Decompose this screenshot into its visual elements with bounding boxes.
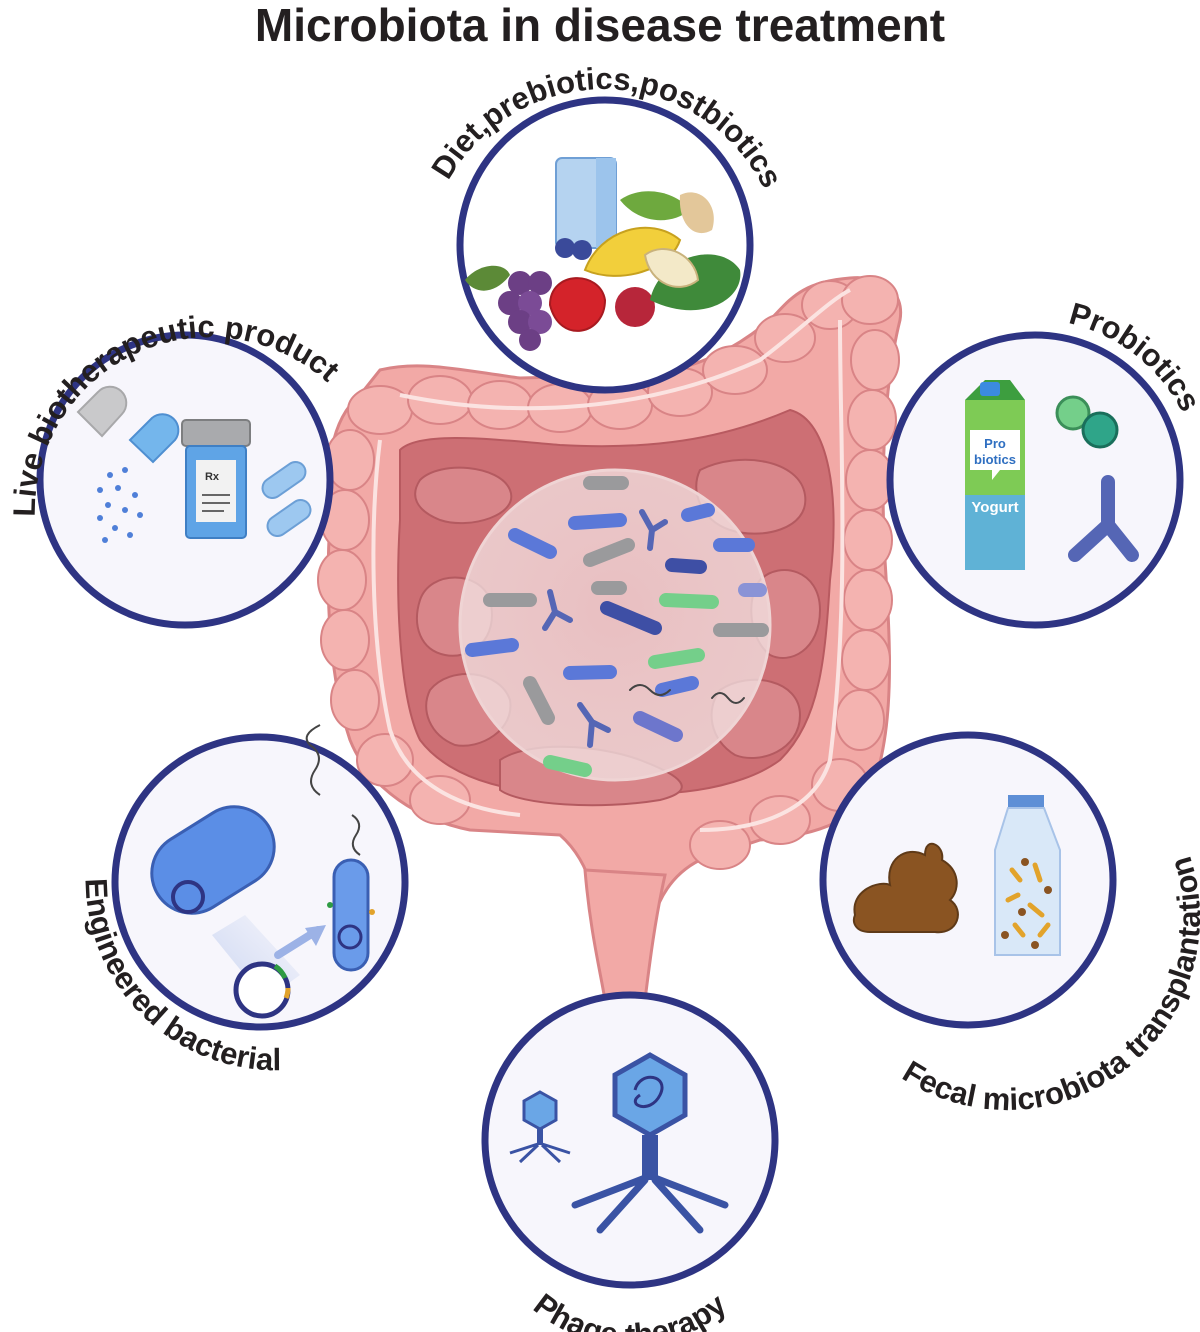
open-capsule-icon (76, 385, 180, 464)
small-phage-icon (509, 1090, 571, 1164)
antibody-icon (1068, 475, 1139, 562)
carton-text-bottom: biotics (974, 452, 1016, 467)
engineered-panel: Engineered bacterial (78, 724, 409, 1077)
carton-name: Yogurt (971, 499, 1018, 516)
yogurt-carton: Pro biotics Yogurt (965, 380, 1025, 570)
gut-bacteria-cluster (465, 476, 769, 777)
capsule-bottle (994, 795, 1061, 956)
live-biotherapeutic-panel: Rx Live biotherapeutic product (7, 309, 346, 629)
stool-icon (852, 842, 959, 934)
pill-bottle-icon: Rx (181, 419, 251, 539)
intestine-illustration (317, 275, 903, 1002)
bacterium-engineered (327, 858, 375, 972)
fmt-panel: Fecal microbiota transplantation (819, 731, 1200, 1117)
rx-text: Rx (205, 471, 220, 483)
diet-panel: Diet,prebiotics,postbiotics (424, 61, 789, 394)
diagram-title: Microbiota in disease treatment (254, 0, 946, 51)
capsules-icon (261, 460, 312, 538)
carton-text-top: Pro (984, 436, 1006, 451)
bacterium-large (150, 805, 276, 915)
large-phage-icon (571, 1052, 729, 1234)
